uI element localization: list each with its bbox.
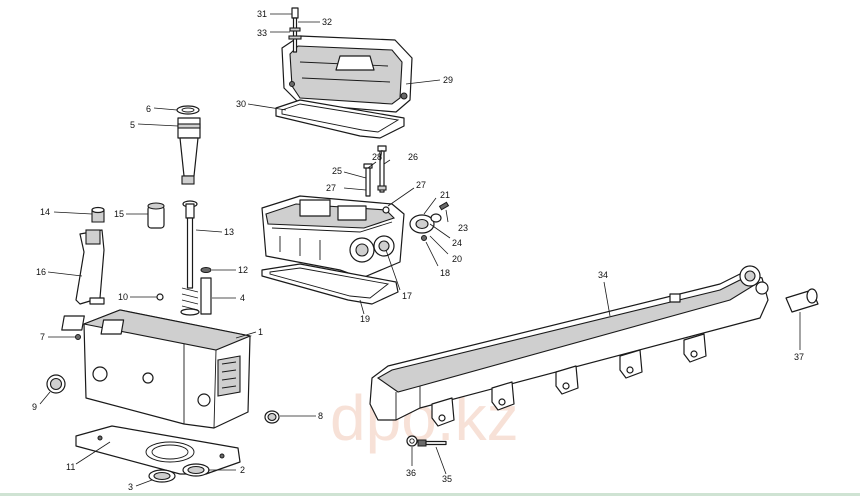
outlet-flange — [382, 201, 450, 241]
dowel-pin — [75, 334, 81, 340]
label-23: 23 — [458, 223, 468, 233]
label-9: 9 — [32, 402, 37, 412]
part-numbers: 31 32 33 29 30 6 5 25 28 26 27 27 21 23 … — [32, 9, 804, 492]
valve-cap — [91, 206, 105, 223]
head-gasket — [75, 425, 241, 475]
label-16: 16 — [36, 267, 46, 277]
rocker-bracket — [75, 229, 105, 305]
rocker-housing — [261, 195, 405, 279]
cover-bolt — [288, 7, 302, 53]
label-26: 26 — [408, 152, 418, 162]
label-27-right: 27 — [416, 180, 426, 190]
label-31: 31 — [257, 9, 267, 19]
label-35: 35 — [442, 474, 452, 484]
label-3: 3 — [128, 482, 133, 492]
label-37: 37 — [794, 352, 804, 362]
housing-gasket — [261, 263, 399, 305]
label-14: 14 — [40, 207, 50, 217]
label-33: 33 — [257, 28, 267, 38]
side-plug — [46, 374, 66, 394]
label-34: 34 — [598, 270, 608, 280]
label-28: 28 — [372, 152, 382, 162]
label-13: 13 — [224, 227, 234, 237]
label-2: 2 — [240, 465, 245, 475]
cylinder-head — [61, 309, 252, 429]
exhaust-manifold — [369, 265, 769, 427]
valve-stem — [180, 200, 200, 316]
tappet — [147, 202, 165, 229]
label-8: 8 — [318, 411, 323, 421]
label-4: 4 — [240, 293, 245, 303]
label-20: 20 — [452, 254, 462, 264]
label-10: 10 — [118, 292, 128, 302]
label-7: 7 — [40, 332, 45, 342]
label-5: 5 — [130, 120, 135, 130]
label-30: 30 — [236, 99, 246, 109]
manifold-washer — [406, 435, 418, 447]
label-29: 29 — [443, 75, 453, 85]
small-ball — [156, 293, 164, 301]
label-21: 21 — [440, 190, 450, 200]
label-15: 15 — [114, 209, 124, 219]
label-19: 19 — [360, 314, 370, 324]
cover-gasket — [275, 99, 405, 139]
label-36: 36 — [406, 468, 416, 478]
label-32: 32 — [322, 17, 332, 27]
label-6: 6 — [146, 104, 151, 114]
plug-seal — [264, 410, 280, 424]
label-11: 11 — [66, 462, 75, 472]
label-17: 17 — [402, 291, 412, 301]
leader-lines — [39, 13, 801, 487]
seal-rings — [148, 463, 210, 483]
label-24: 24 — [452, 238, 462, 248]
label-27-left: 27 — [326, 183, 336, 193]
sleeve-pin — [785, 288, 819, 313]
label-18: 18 — [440, 268, 450, 278]
valve-cover — [281, 35, 413, 113]
injector-sleeve — [176, 105, 201, 185]
label-12: 12 — [238, 265, 248, 275]
label-25: 25 — [332, 166, 342, 176]
label-1: 1 — [258, 327, 263, 337]
manifold-bolt — [417, 439, 447, 447]
bottom-rule — [0, 493, 860, 496]
valve-guide — [200, 267, 212, 315]
